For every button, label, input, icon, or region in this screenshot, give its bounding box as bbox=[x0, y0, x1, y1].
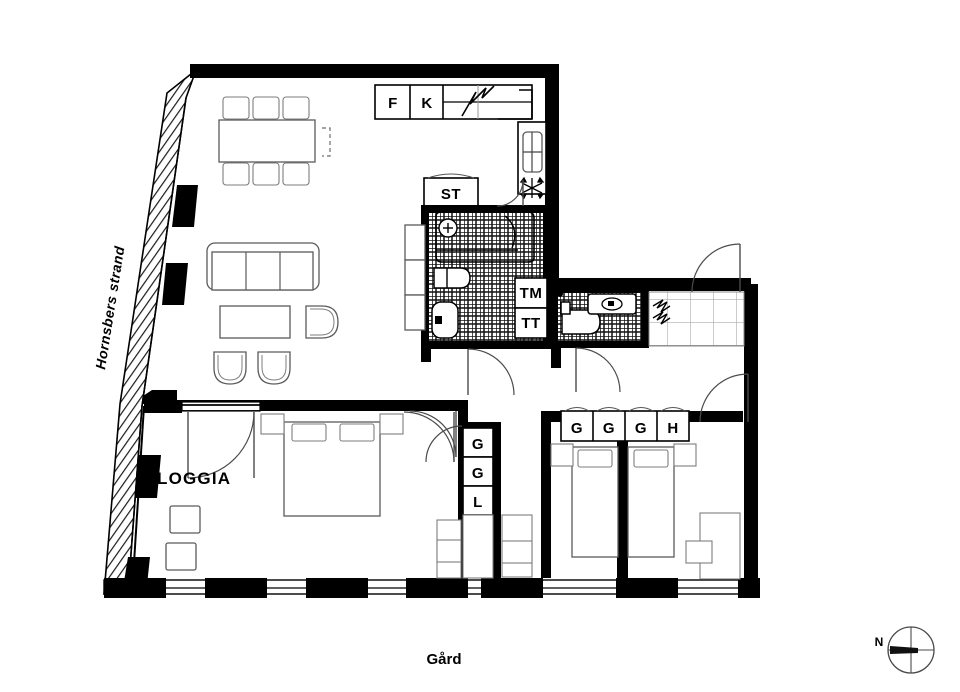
loggia bbox=[131, 400, 261, 595]
wall-pillar bbox=[104, 578, 166, 598]
second-bedroom-furniture bbox=[550, 373, 749, 580]
armchair bbox=[213, 351, 247, 385]
compass-rose bbox=[887, 626, 935, 674]
dining-chair bbox=[282, 96, 310, 120]
nightstand bbox=[673, 443, 697, 467]
wall-pillar bbox=[205, 578, 267, 598]
compass-north-label: N bbox=[875, 635, 884, 649]
dining-chair bbox=[222, 162, 250, 186]
wardrobe-row-label-2: G bbox=[603, 420, 615, 437]
appliance-label-freezer: K bbox=[421, 95, 432, 112]
wc-washbasin bbox=[587, 293, 637, 315]
bed-pillow bbox=[291, 423, 327, 442]
entry-hall bbox=[648, 291, 745, 347]
courtyard-label: Gård bbox=[426, 651, 461, 668]
wardrobe-column bbox=[462, 427, 494, 579]
dining-set bbox=[218, 96, 331, 186]
wardrobe-row-label-4: H bbox=[667, 420, 678, 437]
armchair bbox=[305, 305, 339, 339]
guest-wc bbox=[551, 286, 649, 348]
kitchen-counter-run bbox=[374, 84, 533, 120]
bed-pillow bbox=[577, 449, 613, 468]
wall-pillar bbox=[481, 578, 543, 598]
dining-table-extension bbox=[322, 127, 331, 157]
facade-pillar bbox=[172, 185, 198, 227]
door-hall-to-master bbox=[409, 410, 457, 458]
wardrobe-label-l: L bbox=[473, 494, 483, 511]
bedroom-desk-left bbox=[436, 519, 462, 579]
wall-pillar bbox=[306, 578, 368, 598]
bathroom-shower bbox=[435, 211, 535, 263]
loggia-door bbox=[187, 411, 255, 479]
dining-chair bbox=[252, 162, 280, 186]
seating-group bbox=[206, 242, 339, 385]
wall-pillar bbox=[406, 578, 468, 598]
facade-pillar bbox=[135, 455, 161, 498]
storage-cabinet-st bbox=[423, 173, 479, 208]
appliance-label-tumble-dryer: TT bbox=[521, 315, 540, 332]
dining-chair bbox=[222, 96, 250, 120]
bed-pillow bbox=[633, 449, 669, 468]
bedroom-desk-right bbox=[685, 512, 741, 580]
dining-table bbox=[218, 119, 316, 163]
wardrobe-row-label-1: G bbox=[571, 420, 583, 437]
wc-floor-drain bbox=[557, 291, 563, 297]
door-second-bedroom bbox=[699, 373, 749, 423]
wall-pillar bbox=[738, 578, 760, 598]
coffee-table bbox=[219, 305, 291, 339]
master-bedroom-furniture bbox=[260, 411, 533, 579]
loggia-stool bbox=[165, 542, 197, 571]
door-master-bedroom bbox=[403, 411, 455, 463]
appliance-label-washing-machine: TM bbox=[520, 285, 543, 302]
nightstand bbox=[260, 413, 285, 435]
hall-shelving bbox=[404, 224, 426, 331]
door-guest-wc bbox=[575, 347, 621, 393]
dining-chair bbox=[282, 162, 310, 186]
laundry-units bbox=[514, 277, 548, 339]
dining-chair bbox=[252, 96, 280, 120]
bedroom-chair-left bbox=[501, 514, 533, 578]
wardrobe-label-g1: G bbox=[472, 436, 484, 453]
wall-south bbox=[103, 578, 760, 598]
wardrobe-label-g2: G bbox=[472, 465, 484, 482]
room-label-loggia: LOGGIA bbox=[157, 469, 231, 488]
door-bathroom bbox=[467, 348, 515, 396]
door-entrance bbox=[691, 243, 741, 293]
wardrobe-row-label-3: G bbox=[635, 420, 647, 437]
wall-pillar bbox=[616, 578, 678, 598]
armchair bbox=[257, 351, 291, 385]
bed-pillow bbox=[339, 423, 375, 442]
loggia-stool bbox=[169, 505, 201, 534]
door-hall-upper bbox=[496, 179, 524, 207]
appliance-label-storage: ST bbox=[441, 186, 461, 203]
bathroom-washbasin bbox=[433, 267, 471, 289]
bathroom-toilet bbox=[431, 301, 459, 339]
nightstand bbox=[550, 443, 574, 467]
three-seat-sofa bbox=[206, 242, 320, 291]
facade-pillar bbox=[162, 263, 188, 305]
appliance-label-fridge: F bbox=[388, 95, 398, 112]
doors bbox=[425, 179, 741, 463]
nightstand bbox=[379, 413, 404, 435]
